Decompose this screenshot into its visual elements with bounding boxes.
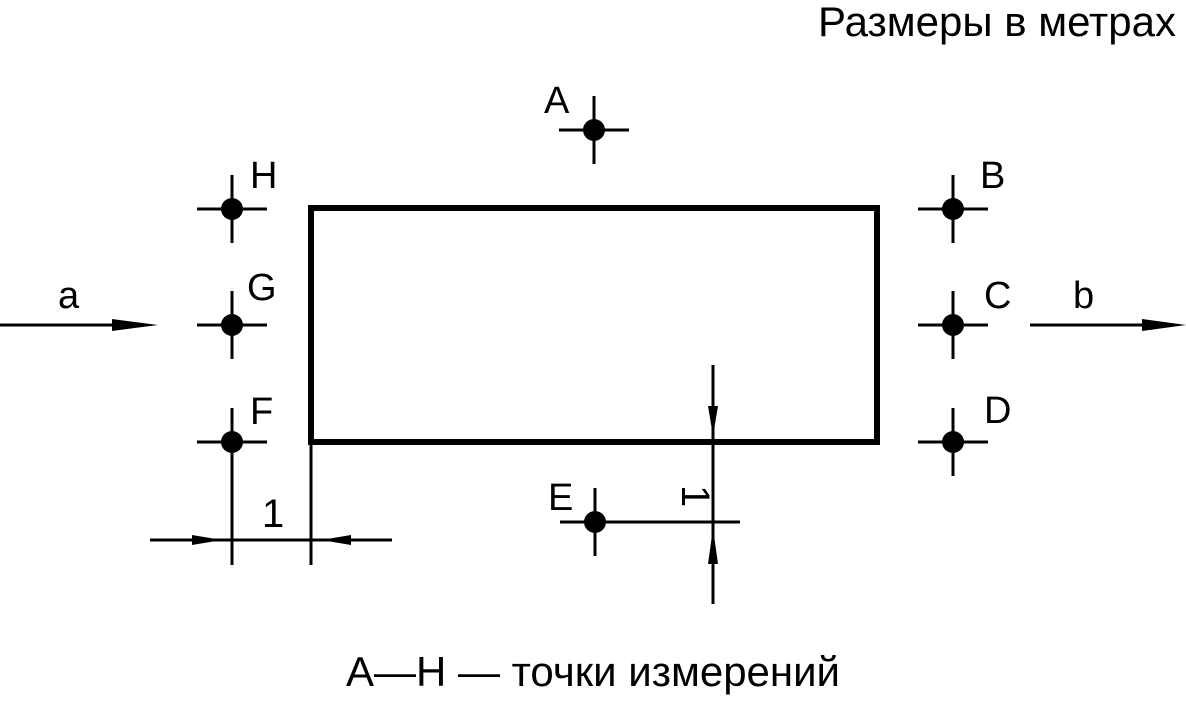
measurement-point-c: [918, 291, 988, 359]
point-label-b: B: [980, 155, 1005, 197]
point-label-c: C: [984, 275, 1011, 317]
point-label-e: E: [548, 477, 573, 519]
machine-outline: [308, 205, 880, 445]
measurement-point-e: [560, 488, 740, 556]
diagram-caption: A—H — точки измерений: [345, 648, 841, 695]
measurement-point-g: [197, 291, 267, 359]
units-note: Размеры в метрах: [818, 0, 1176, 45]
horizontal-dimension-label: 1: [262, 492, 284, 536]
inlet-label: a: [58, 275, 80, 317]
measurement-point-b: [918, 175, 988, 243]
point-label-g: G: [247, 267, 277, 309]
point-label-f: F: [250, 391, 273, 433]
point-label-a: A: [544, 80, 570, 122]
measurement-point-h: [197, 175, 267, 243]
point-label-d: D: [984, 390, 1011, 432]
outlet-label: b: [1073, 275, 1094, 317]
vertical-dimension: [708, 365, 718, 604]
horizontal-dimension: [150, 442, 392, 565]
inlet-arrow: [0, 319, 158, 331]
measurement-point-a: [559, 96, 629, 164]
vertical-dimension-label: 1: [673, 485, 717, 507]
measurement-point-d: [918, 408, 988, 476]
point-label-h: H: [250, 155, 277, 197]
outlet-arrow: [1030, 319, 1186, 331]
